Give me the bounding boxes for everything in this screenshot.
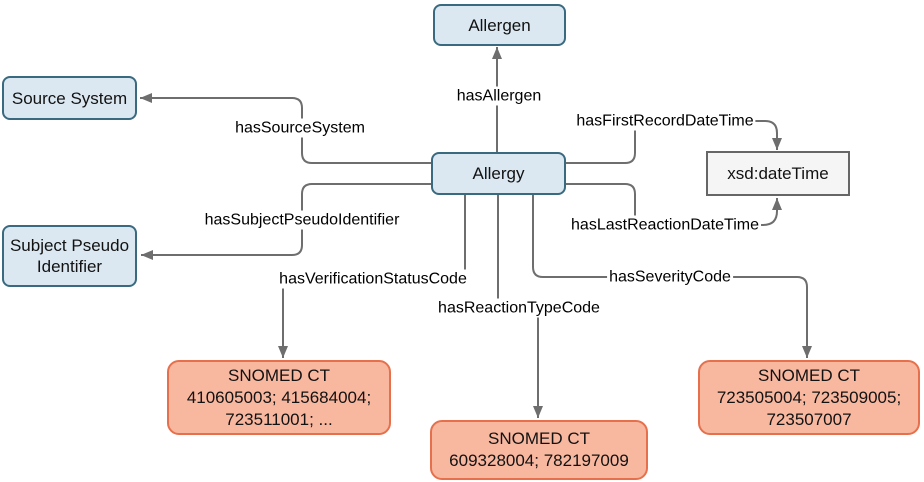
node-snomed-verification-status: SNOMED CT 410605003; 415684004; 72351100… [167,360,391,435]
node-snomed-verification-status-line1: SNOMED CT [228,365,330,385]
edge-label-has-reaction-type-code: hasReactionTypeCode [436,298,602,318]
node-allergy: Allergy [431,152,566,195]
edge-label-has-allergen: hasAllergen [454,86,544,106]
node-source-system-label: Source System [11,88,128,108]
node-subject-pseudo-identifier-line2: Identifier [36,257,103,276]
edge-label-has-severity-code: hasSeverityCode [607,267,733,287]
node-snomed-severity-line1: SNOMED CT [758,365,860,385]
node-allergen-label: Allergen [468,15,531,35]
edge-label-has-last-reaction-datetime: hasLastReactionDateTime [569,215,761,235]
node-source-system: Source System [2,76,137,120]
node-allergy-label: Allergy [472,164,525,183]
node-snomed-reaction-type-line2: 609328004; 782197009 [449,451,629,470]
node-subject-pseudo-identifier: Subject Pseudo Identifier [2,225,137,287]
node-xsd-datetime: xsd:dateTime [706,151,850,196]
edge-label-has-first-record-datetime: hasFirstRecordDateTime [574,111,756,131]
node-snomed-severity: SNOMED CT 723505004; 723509005; 72350700… [698,360,920,435]
edge-label-has-subject-pseudo-identifier: hasSubjectPseudoIdentifier [202,210,402,230]
edge-label-has-verification-status-code: hasVerificationStatusCode [277,269,469,289]
node-snomed-verification-status-line3: 723511001; ... [225,409,333,429]
node-subject-pseudo-identifier-line1: Subject Pseudo [9,236,130,255]
node-snomed-reaction-type-line1: SNOMED CT [488,429,590,448]
node-xsd-datetime-label: xsd:dateTime [727,164,829,183]
node-snomed-severity-line2: 723505004; 723509005; [716,387,902,407]
node-snomed-severity-line3: 723507007 [766,409,852,429]
node-snomed-reaction-type: SNOMED CT 609328004; 782197009 [430,420,648,480]
node-allergen: Allergen [433,4,566,46]
node-snomed-verification-status-line2: 410605003; 415684004; [186,387,372,407]
edge-label-has-source-system: hasSourceSystem [233,118,367,138]
